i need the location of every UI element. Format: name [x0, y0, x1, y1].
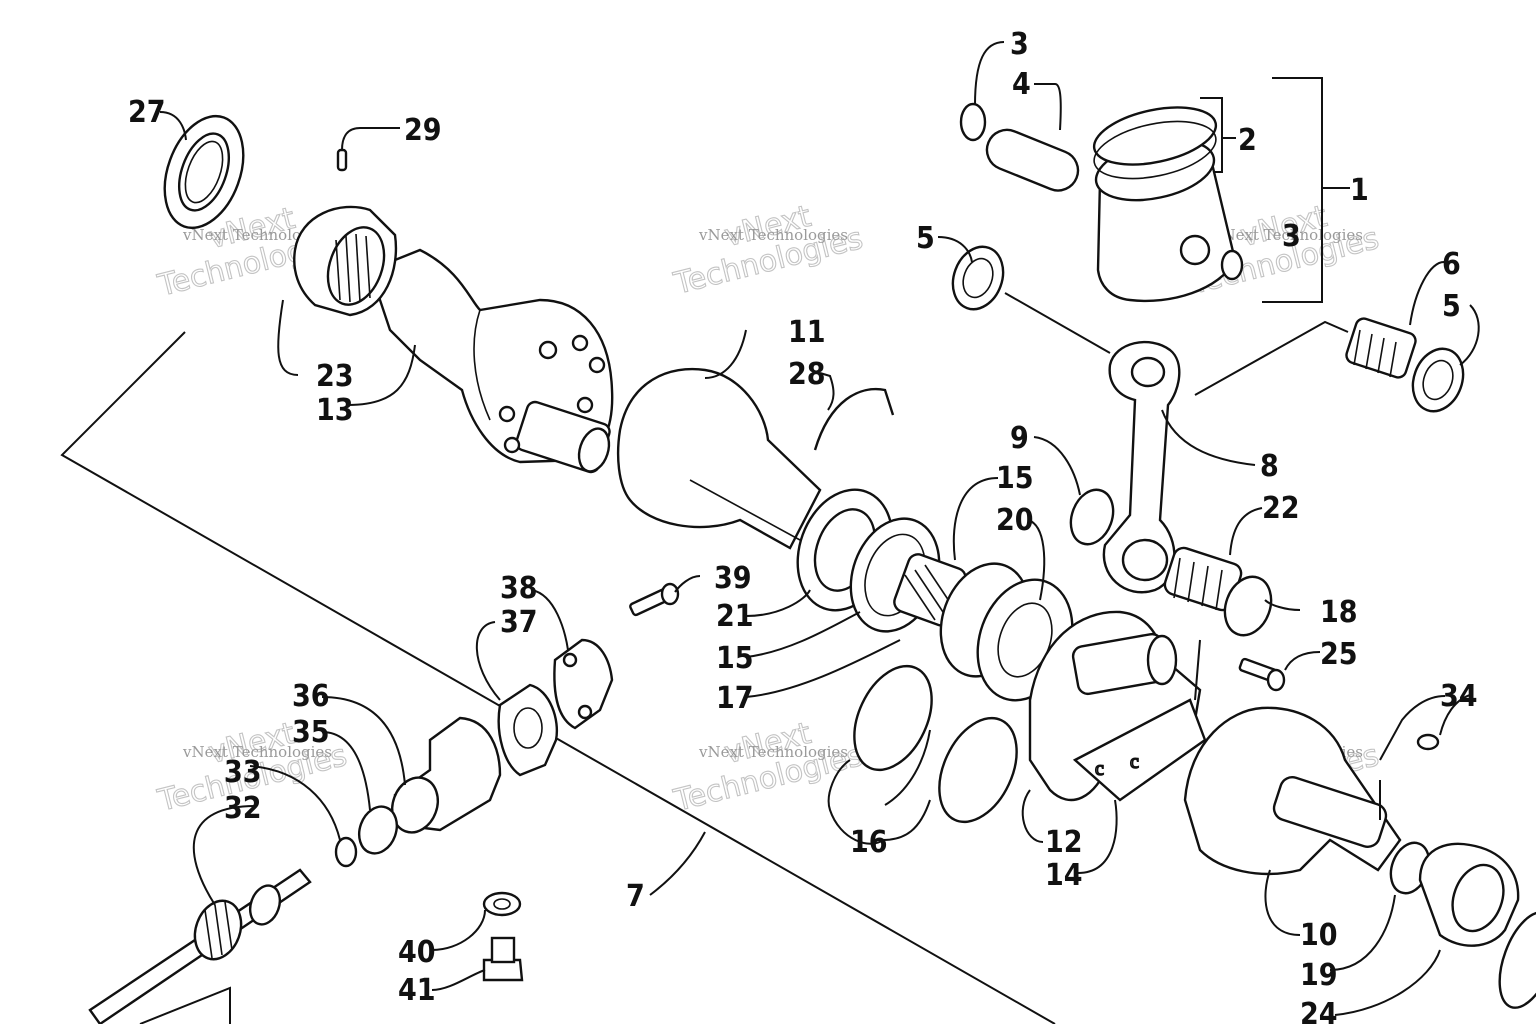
retaining-ring-part [813, 387, 895, 451]
callout-29: 29 [404, 113, 442, 148]
o-ring-part [357, 805, 399, 855]
cover-plate-part [553, 638, 614, 730]
callout-7: 7 [626, 879, 645, 914]
callout-24: 24 [1300, 997, 1338, 1024]
drive-shaft-gear-part [88, 868, 312, 1024]
watermark-small: vNext Technologies [698, 226, 848, 244]
main-bearing-part [1418, 842, 1536, 1009]
thrust-washer-part [951, 245, 1465, 413]
callout-41: 41 [398, 973, 436, 1008]
piston-pin-part [985, 128, 1080, 192]
callout-33: 33 [224, 755, 262, 790]
callout-16: 16 [850, 825, 888, 860]
callout-9: 9 [1010, 421, 1029, 456]
watermark-small: vNext Technologies [1213, 226, 1363, 244]
callout-1: 1 [1350, 173, 1369, 208]
callout-12: 12 [1045, 825, 1083, 860]
pump-housing-part [391, 716, 502, 834]
callout-20: 20 [996, 503, 1034, 538]
svg-text:c: c [1095, 758, 1104, 780]
piston-ring-seal-part [853, 664, 1018, 824]
needle-bearing-part [1345, 317, 1417, 379]
callout-2: 2 [1238, 123, 1257, 158]
watermark-small: vNext Technologies [182, 226, 332, 244]
callout-25: 25 [1320, 637, 1358, 672]
callout-6: 6 [1442, 247, 1461, 282]
callout-21: 21 [716, 599, 754, 634]
left-crankshaft-half-part [293, 205, 614, 474]
callout-15: 15 [716, 641, 754, 676]
right-crankshaft-half-part [1183, 706, 1402, 876]
rod-washer-part [1223, 575, 1273, 637]
callout-40: 40 [398, 935, 436, 970]
bolt-part [629, 582, 680, 617]
callout-3: 3 [1010, 27, 1029, 62]
gasket-part [497, 683, 559, 777]
box-corner [139, 986, 231, 1024]
callout-22: 22 [1262, 491, 1300, 526]
callout-5: 5 [916, 221, 935, 256]
callout-36: 36 [292, 679, 330, 714]
callout-10: 10 [1300, 918, 1338, 953]
woodruff-key-part [1416, 733, 1440, 751]
pump-washer-part [334, 836, 358, 868]
callout-5: 5 [1442, 289, 1461, 324]
callout-15: 15 [996, 461, 1034, 496]
callout-37: 37 [500, 605, 538, 640]
watermark-small: vNext Technologies [698, 743, 848, 761]
callout-35: 35 [292, 715, 330, 750]
callout-labels: 1 2 3 3 4 5 5 6 7 8 9 10 11 12 13 14 15 … [128, 27, 1478, 1024]
crank-washer-part [1069, 488, 1115, 546]
svg-text:c: c [1130, 751, 1139, 773]
callout-38: 38 [500, 571, 538, 606]
callout-32: 32 [224, 791, 262, 826]
callout-3: 3 [1282, 219, 1301, 254]
callout-17: 17 [716, 681, 754, 716]
callout-39: 39 [714, 561, 752, 596]
oil-seal-part [163, 114, 245, 230]
callout-11: 11 [788, 315, 826, 350]
callout-8: 8 [1260, 449, 1279, 484]
callout-27: 27 [128, 95, 166, 130]
piston-part [1092, 106, 1237, 303]
crank-pin-web-part: c c [1028, 610, 1207, 802]
dowel-pin-part [336, 148, 348, 172]
callout-28: 28 [788, 357, 826, 392]
circlip-part [959, 102, 1244, 281]
callout-19: 19 [1300, 958, 1338, 993]
watermark-small: vNext Technologies [182, 743, 332, 761]
rod-needle-bearing-part [1163, 546, 1243, 612]
screw-part [1238, 657, 1286, 692]
callout-13: 13 [316, 393, 354, 428]
callout-34: 34 [1440, 679, 1478, 714]
assembly-bracket-7 [60, 331, 1056, 1024]
callout-18: 18 [1320, 595, 1358, 630]
callout-14: 14 [1045, 858, 1083, 893]
crankshaft-web-part [616, 367, 822, 550]
leader-lines [159, 41, 1480, 1016]
connecting-rod-part [1102, 340, 1181, 594]
drain-plug-part [482, 936, 524, 982]
drain-washer-part [482, 891, 522, 917]
callout-23: 23 [316, 359, 354, 394]
callout-4: 4 [1012, 67, 1031, 102]
